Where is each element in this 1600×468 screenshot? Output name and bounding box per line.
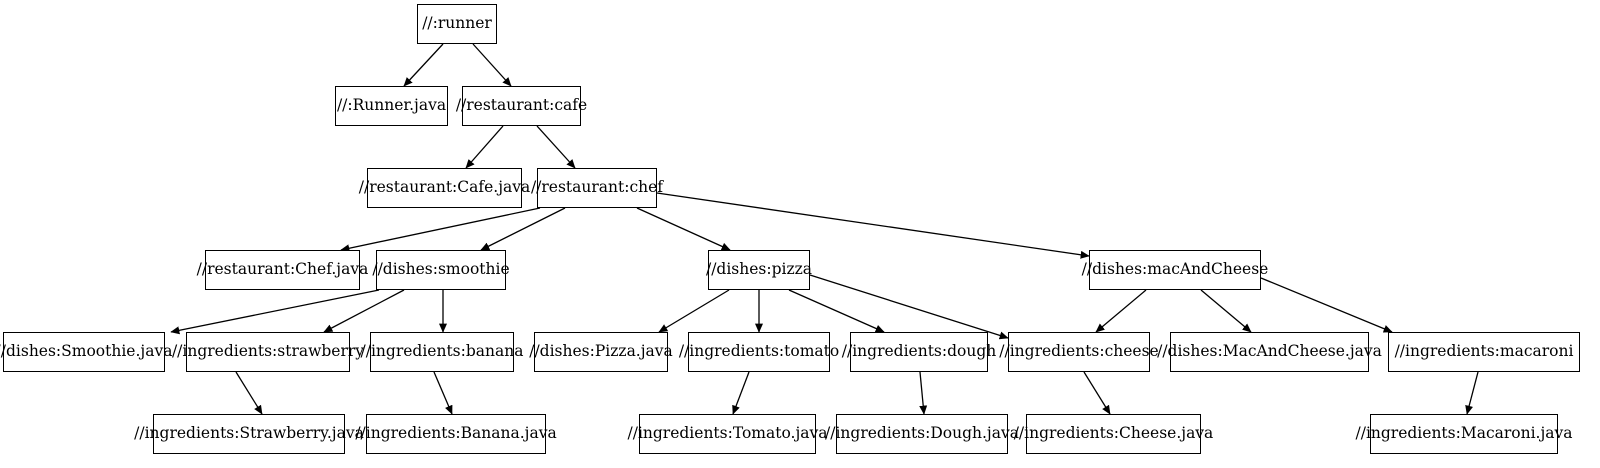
graph-node-label: //restaurant:cafe: [455, 96, 588, 115]
graph-node-label: //ingredients:banana: [360, 342, 524, 361]
graph-node-chef_java[interactable]: //restaurant:Chef.java: [197, 250, 368, 290]
graph-node-label: //restaurant:chef: [530, 178, 664, 197]
graph-node-dough_java[interactable]: //ingredients:Dough.java: [825, 414, 1019, 454]
graph-node-macandcheese_java[interactable]: //dishes:MacAndCheese.java: [1157, 332, 1382, 372]
graph-node-restaurant_chef[interactable]: //restaurant:chef: [531, 168, 663, 208]
graph-node-ing_strawberry[interactable]: //ingredients:strawberry: [172, 332, 364, 372]
graph-node-label: //ingredients:Macaroni.java: [1355, 424, 1573, 443]
graph-node-strawberry_java[interactable]: //ingredients:Strawberry.java: [134, 414, 364, 454]
graph-node-cafe_java[interactable]: //restaurant:Cafe.java: [359, 168, 530, 208]
graph-node-label: //restaurant:Chef.java: [196, 260, 369, 279]
graph-node-label: //ingredients:Dough.java: [825, 424, 1019, 443]
graph-node-label: //ingredients:macaroni: [1394, 342, 1574, 361]
graph-node-label: //dishes:pizza: [705, 260, 813, 279]
graph-node-label: //dishes:Smoothie.java: [0, 342, 173, 361]
graph-node-dishes_macandchs[interactable]: //dishes:macAndCheese: [1082, 250, 1268, 290]
graph-node-label: //dishes:smoothie: [372, 260, 510, 279]
graph-node-dishes_smoothie[interactable]: //dishes:smoothie: [372, 250, 510, 290]
graph-node-ing_macaroni[interactable]: //ingredients:macaroni: [1388, 332, 1580, 372]
graph-node-label: //ingredients:Cheese.java: [1013, 424, 1214, 443]
graph-node-pizza_java[interactable]: //dishes:Pizza.java: [529, 332, 673, 372]
graph-node-smoothie_java[interactable]: //dishes:Smoothie.java: [0, 332, 172, 372]
graph-node-macaroni_java[interactable]: //ingredients:Macaroni.java: [1356, 414, 1573, 454]
graph-node-label: //ingredients:Tomato.java: [627, 424, 828, 443]
graph-node-dishes_pizza[interactable]: //dishes:pizza: [706, 250, 812, 290]
graph-node-label: //dishes:Pizza.java: [529, 342, 673, 361]
graph-node-label: //:Runner.java: [336, 96, 447, 115]
graph-node-label: //ingredients:strawberry: [171, 342, 365, 361]
graph-node-runner_java[interactable]: //:Runner.java: [335, 86, 448, 126]
graph-node-cheese_java[interactable]: //ingredients:Cheese.java: [1014, 414, 1213, 454]
graph-node-tomato_java[interactable]: //ingredients:Tomato.java: [628, 414, 828, 454]
graph-node-label: //ingredients:Banana.java: [355, 424, 557, 443]
graph-node-banana_java[interactable]: //ingredients:Banana.java: [355, 414, 557, 454]
graph-node-label: //ingredients:dough: [841, 342, 997, 361]
graph-node-label: //dishes:macAndCheese: [1081, 260, 1269, 279]
graph-node-label: //dishes:MacAndCheese.java: [1157, 342, 1382, 361]
graph-node-label: //ingredients:cheese: [999, 342, 1159, 361]
graph-node-ing_cheese[interactable]: //ingredients:cheese: [999, 332, 1159, 372]
graph-node-ing_banana[interactable]: //ingredients:banana: [361, 332, 523, 372]
graph-node-ing_dough[interactable]: //ingredients:dough: [842, 332, 996, 372]
graph-node-restaurant_cafe[interactable]: //restaurant:cafe: [456, 86, 587, 126]
graph-node-label: //ingredients:Strawberry.java: [134, 424, 364, 443]
graph-node-runner[interactable]: //:runner: [417, 4, 497, 44]
graph-node-ing_tomato[interactable]: //ingredients:tomato: [679, 332, 839, 372]
graph-node-label: //ingredients:tomato: [678, 342, 840, 361]
graph-node-label: //restaurant:Cafe.java: [358, 178, 531, 197]
graph-node-label: //:runner: [422, 14, 492, 33]
